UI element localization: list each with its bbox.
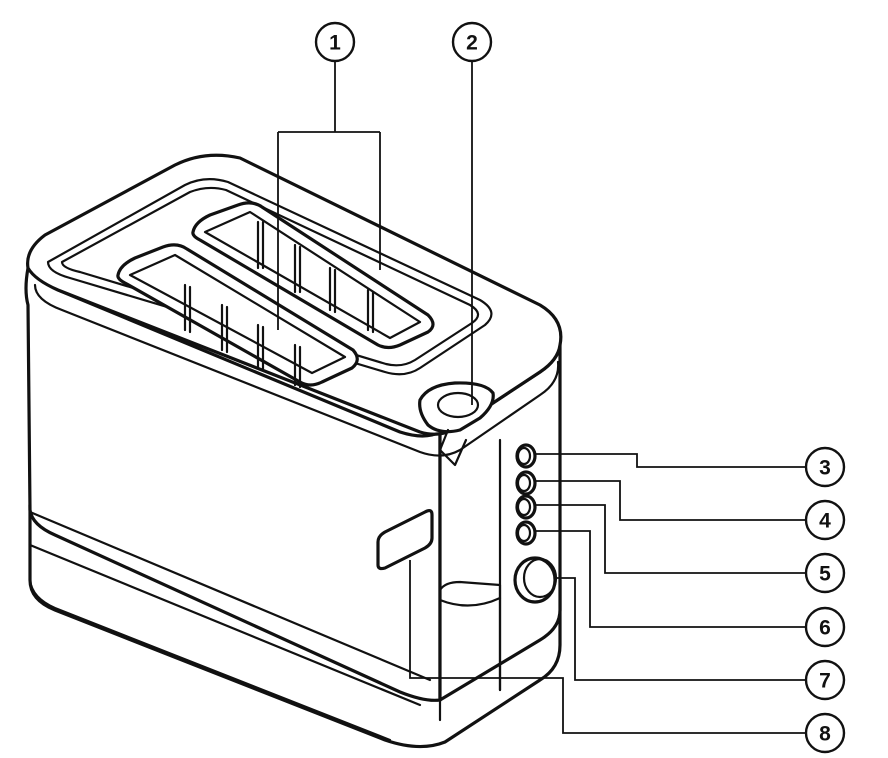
callout-3: 3 [804,446,846,488]
control-buttons [515,443,537,546]
callout-8-label: 8 [819,723,831,746]
callout-4: 4 [804,499,846,541]
callout-7-label: 7 [819,670,831,693]
toast-lever [418,381,495,467]
callout-2: 2 [451,21,493,63]
callout-5: 5 [804,552,846,594]
callout-5-label: 5 [819,563,831,586]
callout-1: 1 [314,21,356,63]
crumb-tray [438,438,502,692]
browning-knob [513,556,558,604]
display-window [376,508,434,571]
callout-8: 8 [804,712,846,754]
bread-slots [116,201,435,389]
leader-lines [277,62,805,734]
callout-3-label: 3 [819,457,831,480]
callout-6: 6 [804,606,846,648]
callout-2-label: 2 [466,32,478,55]
callout-1-label: 1 [329,32,341,55]
callout-4-label: 4 [819,510,831,533]
callout-6-label: 6 [819,617,831,640]
callout-7: 7 [804,659,846,701]
